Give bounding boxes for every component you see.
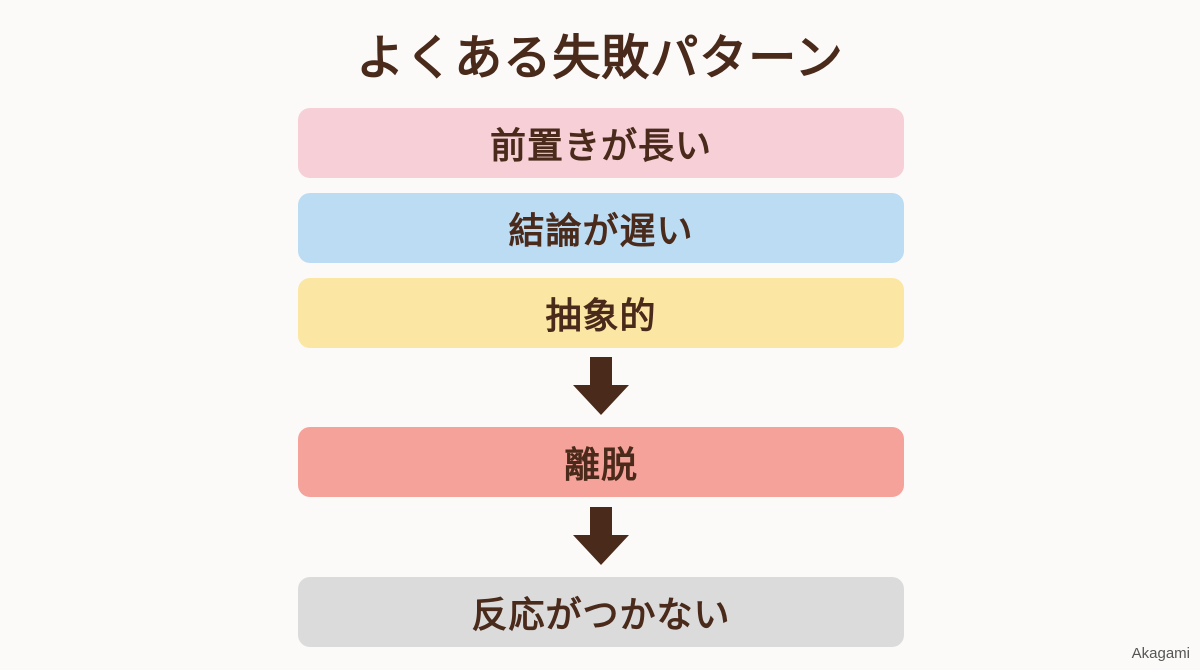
- down-arrow-icon: [573, 357, 629, 415]
- step-box-1: 前置きが長い: [298, 108, 904, 178]
- step-label-3: 抽象的: [545, 296, 657, 337]
- step-box-3: 抽象的: [298, 278, 904, 348]
- page-title: よくある失敗パターン: [356, 30, 844, 86]
- step-box-5: 反応がつかない: [298, 577, 904, 647]
- down-arrow-icon: [573, 507, 629, 565]
- step-label-5: 反応がつかない: [471, 595, 731, 636]
- step-box-2: 結論が遅い: [298, 193, 904, 263]
- step-label-1: 前置きが長い: [489, 126, 712, 167]
- step-label-2: 結論が遅い: [508, 211, 694, 252]
- step-label-4: 離脱: [563, 445, 638, 486]
- step-box-4: 離脱: [298, 427, 904, 497]
- watermark: Akagami: [1131, 645, 1190, 662]
